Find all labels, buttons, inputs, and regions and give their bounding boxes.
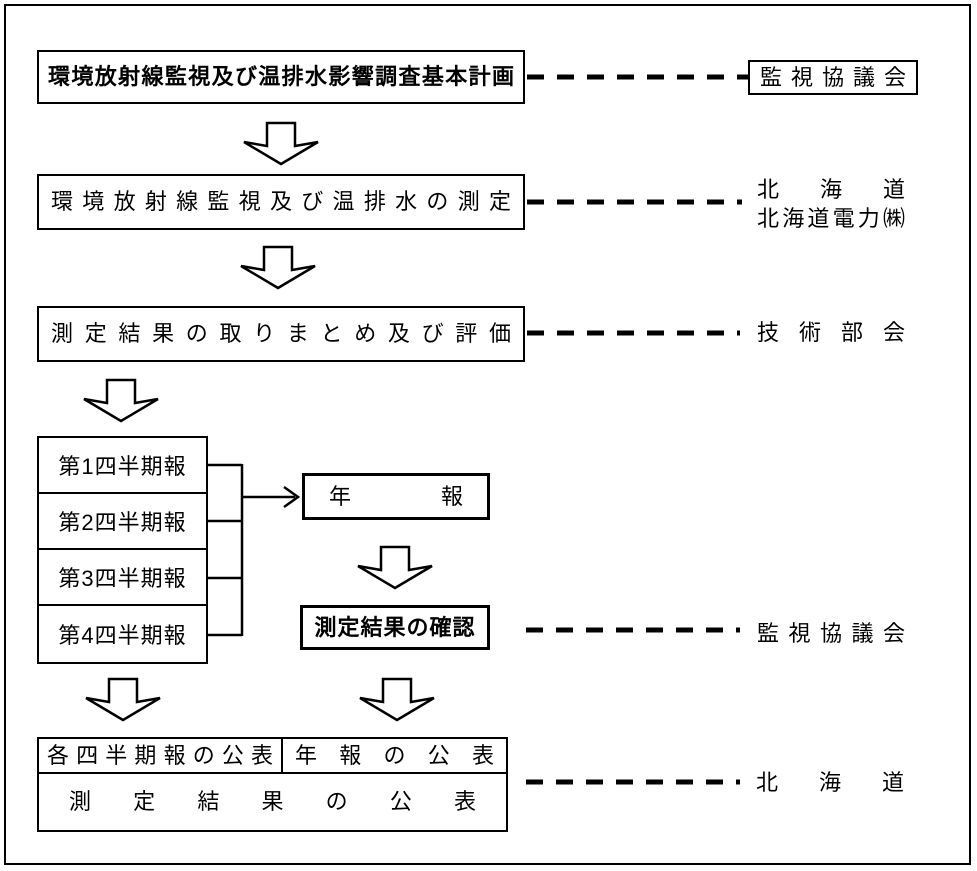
annual-report-box: 年報 — [302, 473, 490, 520]
annual-publication-cell: 年報の公表 — [283, 739, 506, 774]
summary-box: 測定結果の取りまとめ及び評価 — [37, 306, 525, 362]
hokkaido-label-line: 北海道 — [757, 177, 905, 202]
hokkaido-hepco-label: 北海道 北海道電力㈱ — [757, 175, 905, 233]
quarterly-publication-cell: 各四半期報の公表 — [39, 739, 283, 774]
hepco-label-line: 北海道電力㈱ — [757, 206, 905, 231]
measurement-box: 環境放射線監視及び温排水の測定 — [37, 174, 525, 230]
down-arrow-plan-to-measurement — [243, 121, 319, 166]
down-arrow-annual-to-confirmation — [357, 545, 433, 590]
publication-table: 各四半期報の公表 年報の公表 測定結果の公表 — [37, 737, 508, 832]
quarterly-report-q2: 第2四半期報 — [39, 494, 206, 550]
quarterly-report-q4: 第4四半期報 — [58, 623, 187, 648]
results-publication-cell: 測定結果の公表 — [69, 789, 476, 814]
down-arrow-summary-to-quarterly — [83, 378, 159, 423]
council-box: 監視協議会 — [748, 60, 918, 95]
quarterly-report-stack: 第1四半期報 第2四半期報 第3四半期報 第4四半期報 — [37, 436, 208, 664]
quarterly-bracket-lines — [208, 463, 295, 637]
confirmation-box: 測定結果の確認 — [300, 605, 490, 650]
technical-committee-label: 技術部会 — [757, 320, 905, 345]
down-arrow-confirmation-to-publication — [359, 677, 435, 722]
council-label: 監視協議会 — [757, 621, 905, 646]
down-arrow-quarterly-to-publication — [85, 677, 161, 722]
down-arrow-measurement-to-summary — [240, 245, 316, 290]
plan-box: 環境放射線監視及び温排水影響調査基本計画 — [37, 50, 525, 104]
hokkaido-label: 北海道 — [756, 770, 904, 795]
quarterly-report-q3: 第3四半期報 — [39, 550, 206, 606]
right-arrow-head — [283, 485, 301, 509]
outer-frame — [4, 4, 971, 865]
quarterly-report-q1: 第1四半期報 — [39, 438, 206, 494]
